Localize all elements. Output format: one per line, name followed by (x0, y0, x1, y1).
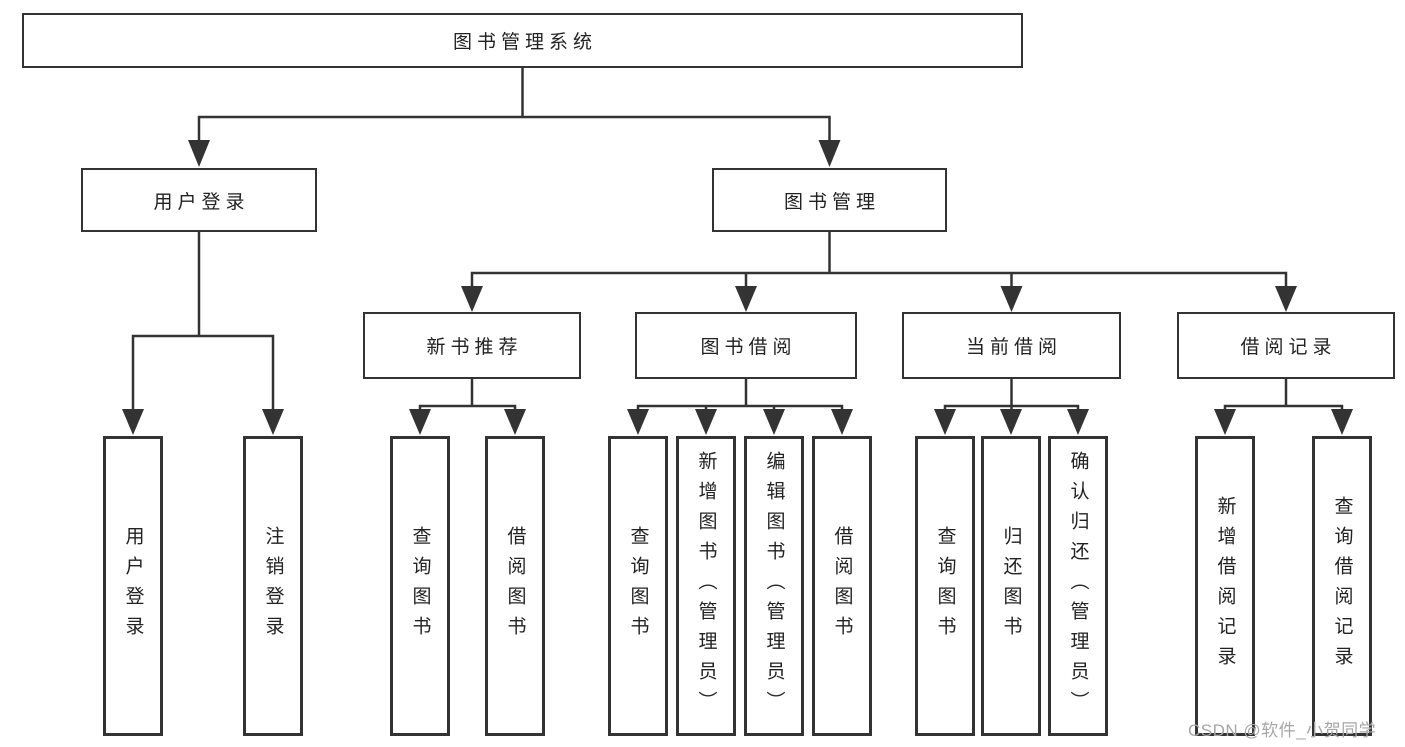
arrow-down-icon (1331, 409, 1353, 435)
leaf-label: 新增借阅记录 (1214, 496, 1236, 676)
leaf-edit-book-admin: 编辑图书（管理员） (744, 436, 804, 736)
node-library-management-system: 图书管理系统 (22, 13, 1023, 68)
leaf-label: 归还图书 (1000, 526, 1022, 646)
arrow-down-icon (1214, 409, 1236, 435)
leaf-user-login: 用户登录 (103, 436, 163, 736)
connector-book-borrowing-arrows (627, 409, 853, 435)
arrow-down-icon (461, 286, 483, 312)
leaf-logout: 注销登录 (243, 436, 303, 736)
leaf-label: 用户登录 (122, 526, 144, 646)
arrow-down-icon (504, 409, 526, 435)
leaf-confirm-return-admin: 确认归还（管理员） (1048, 436, 1108, 736)
node-current-borrowing: 当前借阅 (902, 312, 1121, 379)
leaf-label: 编辑图书（管理员） (763, 451, 785, 721)
leaf-label: 确认归还（管理员） (1067, 451, 1089, 721)
connector-book-management-to-level3 (470, 230, 1288, 289)
arrow-down-icon (409, 409, 431, 435)
arrow-down-icon (122, 409, 144, 435)
connector-current-borrowing-to-leaves (943, 377, 1080, 412)
leaf-label: 查询图书 (409, 526, 431, 646)
leaf-add-borrow-record: 新增借阅记录 (1195, 436, 1255, 736)
arrow-down-icon (1275, 286, 1297, 312)
leaf-label: 查询图书 (627, 526, 649, 646)
arrow-down-icon (695, 409, 717, 435)
arrow-down-icon (1000, 409, 1022, 435)
node-book-management: 图书管理 (712, 168, 947, 232)
arrow-down-icon (763, 409, 785, 435)
leaf-label: 新增图书（管理员） (695, 451, 717, 721)
leaf-borrow-books: 借阅图书 (812, 436, 872, 736)
connector-root-to-level2 (197, 66, 831, 143)
leaf-query-books-current: 查询图书 (915, 436, 975, 736)
connector-borrowing-records-arrows (1214, 409, 1353, 435)
node-new-book-recommendation: 新书推荐 (363, 312, 581, 379)
arrow-down-icon (818, 140, 841, 167)
leaf-label: 查询借阅记录 (1331, 496, 1353, 676)
arrow-down-icon (934, 409, 956, 435)
node-book-borrowing: 图书借阅 (635, 312, 857, 379)
connector-current-borrowing-arrows (934, 409, 1089, 435)
connector-borrowing-records-to-leaves (1223, 377, 1344, 412)
arrow-down-icon (627, 409, 649, 435)
leaf-borrow-books-recommendation: 借阅图书 (485, 436, 545, 736)
node-user-login: 用户登录 (81, 168, 317, 232)
leaf-query-books-borrowing: 查询图书 (608, 436, 668, 736)
arrow-down-icon (262, 409, 284, 435)
leaf-return-books: 归还图书 (981, 436, 1041, 736)
watermark: CSDN @软件_小贺同学 (1188, 721, 1377, 740)
leaf-label: 借阅图书 (504, 526, 526, 646)
connector-book-management-to-level3-arrows (461, 286, 1297, 312)
arrow-down-icon (735, 286, 757, 312)
connector-book-borrowing-to-leaves (636, 377, 844, 412)
connector-new-book-rec-arrows (409, 409, 526, 435)
connector-user-login-to-leaves (131, 230, 275, 412)
arrow-down-icon (831, 409, 853, 435)
arrow-down-icon (1067, 409, 1089, 435)
leaf-label: 注销登录 (262, 526, 284, 646)
connector-root-to-level2-arrows (188, 140, 841, 167)
leaf-query-books-recommendation: 查询图书 (390, 436, 450, 736)
leaf-add-book-admin: 新增图书（管理员） (676, 436, 736, 736)
leaf-query-borrow-record: 查询借阅记录 (1312, 436, 1372, 736)
arrow-down-icon (1000, 286, 1023, 312)
connector-user-login-arrows (122, 409, 284, 435)
node-borrowing-records: 借阅记录 (1177, 312, 1395, 379)
connector-new-book-rec-to-leaves (418, 377, 517, 412)
leaf-label: 借阅图书 (831, 526, 853, 646)
leaf-label: 查询图书 (934, 526, 956, 646)
arrow-down-icon (188, 140, 210, 167)
